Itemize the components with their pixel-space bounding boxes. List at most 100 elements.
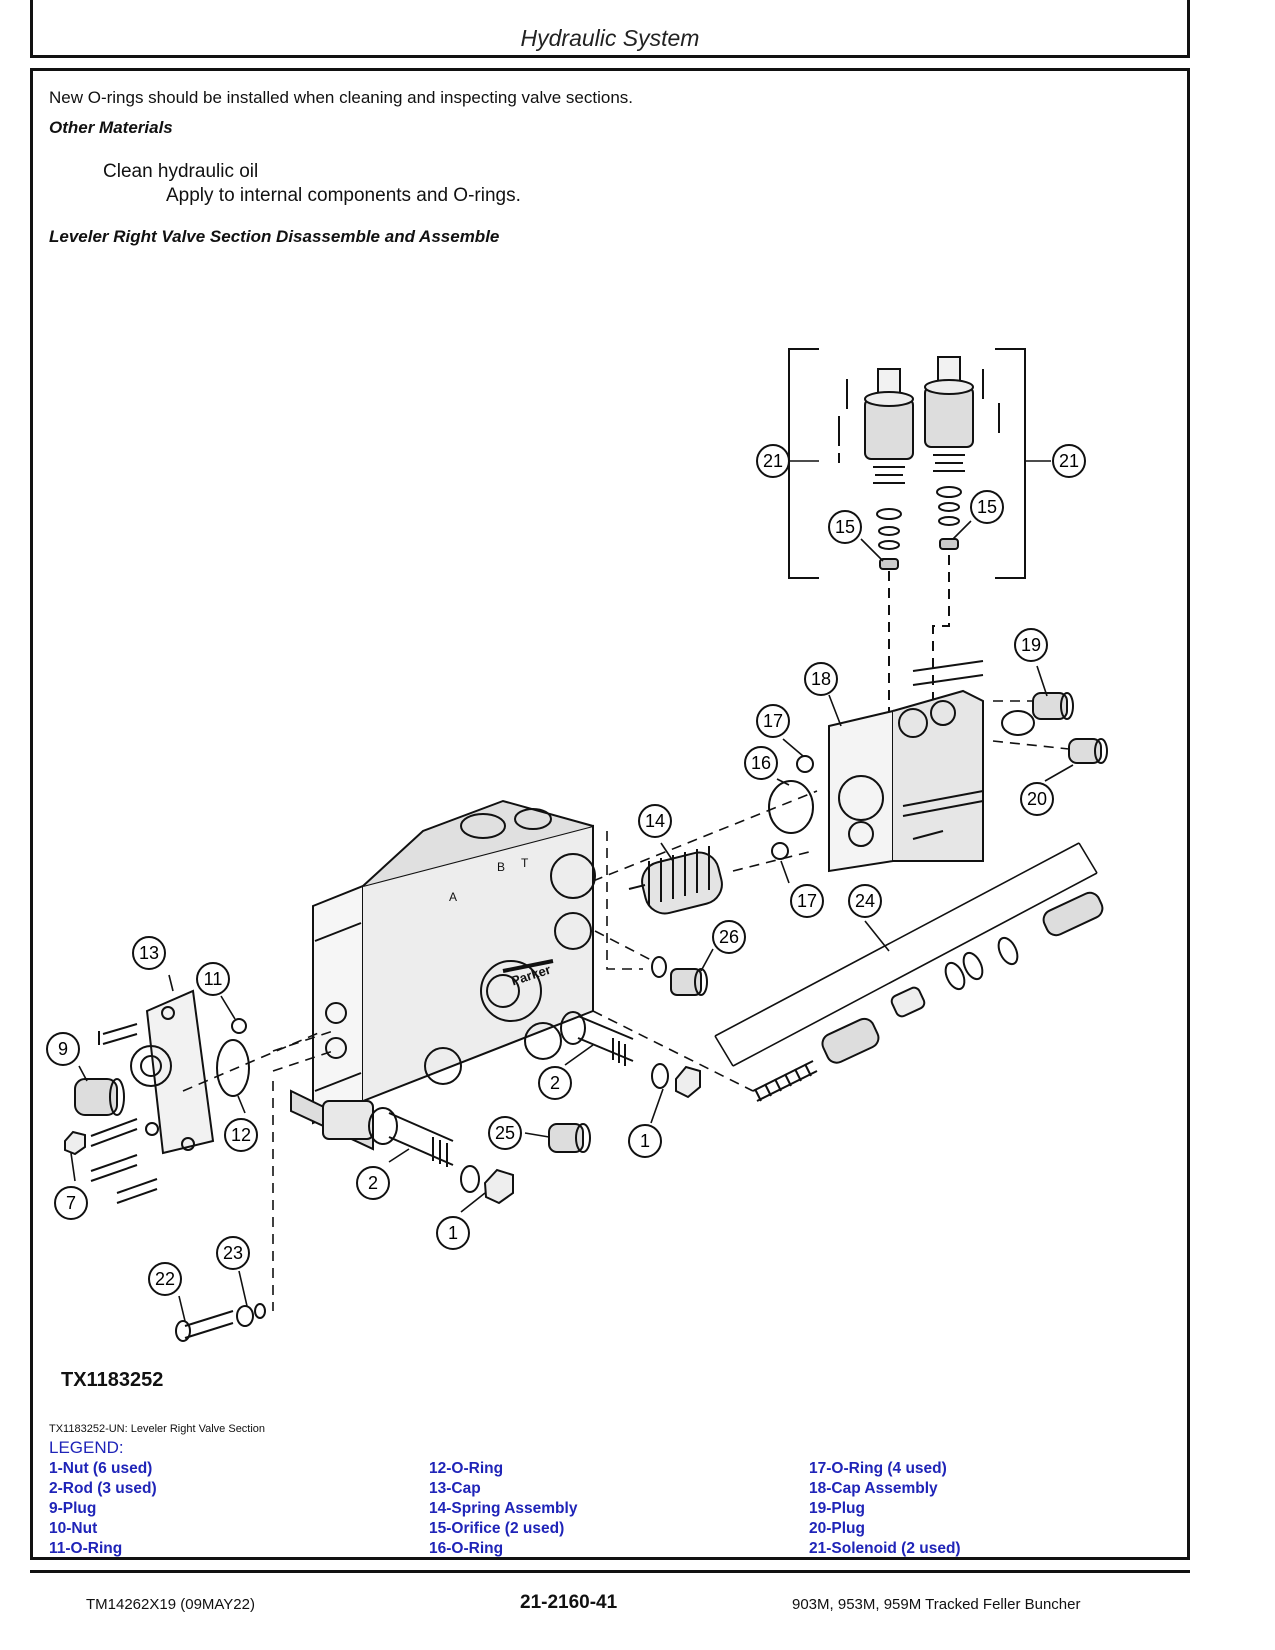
svg-text:7: 7 [66,1193,76,1213]
header-title: Hydraulic System [520,25,700,51]
legend-item: 12-O-Ring [429,1460,504,1477]
page-header: Hydraulic System [30,0,1190,58]
valve-diagram: A B T Parker [46,348,1108,1342]
spool-assembly-icon [752,891,1104,1102]
svg-text:21: 21 [1059,451,1079,471]
svg-text:18: 18 [811,669,831,689]
plug-19-icon [1032,692,1074,720]
solenoid-left-icon [864,368,914,570]
svg-text:17: 17 [763,711,783,731]
legend-item: 10-Nut [49,1520,98,1537]
washer-upper-icon [651,1063,669,1089]
callout-1-upper: 1 [628,1124,662,1158]
legend-item: 13-Cap [429,1480,481,1497]
cap-screw-icon [90,1154,138,1182]
callout-1-lower: 1 [436,1216,470,1250]
plug-20-icon [1068,738,1108,764]
callout-15-left: 15 [828,510,862,544]
port-letter-t: T [521,856,529,870]
callout-21-left: 21 [756,444,790,478]
callout-2-lower: 2 [356,1166,390,1200]
svg-text:11: 11 [204,969,223,989]
material-name: Clean hydraulic oil [103,161,259,182]
cap-assembly-icon [828,660,984,873]
spring-assembly-icon [628,846,723,915]
other-materials-heading: Other Materials [49,118,173,137]
svg-text:26: 26 [719,927,739,947]
svg-text:15: 15 [977,497,997,517]
svg-text:22: 22 [155,1269,175,1289]
svg-text:13: 13 [139,943,159,963]
o-ring-16-icon [768,780,814,834]
cap-screw-icon [116,1178,158,1204]
exploded-view-figure: A B T Parker [33,271,1187,1391]
plug-26-icon [651,956,708,996]
footer-product: 903M, 953M, 959M Tracked Feller Buncher [792,1596,1081,1613]
callout-18: 18 [804,662,838,696]
svg-text:24: 24 [855,891,875,911]
cap-screw-icon [98,1023,138,1045]
svg-text:2: 2 [550,1073,560,1093]
legend: 1-Nut (6 used) 12-O-Ring 17-O-Ring (4 us… [49,1460,1169,1559]
callout-13: 13 [132,936,166,970]
svg-text:23: 23 [223,1243,243,1263]
callout-20: 20 [1020,782,1054,816]
legend-item: 9-Plug [49,1500,97,1517]
cap-screw-icon [90,1118,138,1147]
legend-item: 2-Rod (3 used) [49,1480,157,1497]
svg-text:16: 16 [751,753,771,773]
port-letter-a: A [449,890,457,904]
nut-lower-icon [483,1168,514,1205]
svg-text:1: 1 [640,1131,650,1151]
rod-upper-icon [560,1011,634,1066]
legend-item: 15-Orifice (2 used) [429,1520,565,1537]
port-letter-b: B [497,860,505,874]
o-ring-19-icon [1001,710,1035,736]
callout-22: 22 [148,1262,182,1296]
svg-text:17: 17 [797,891,817,911]
legend-item: 18-Cap Assembly [809,1480,938,1497]
footer-manual-id: TM14262X19 (09MAY22) [86,1596,255,1613]
legend-item: 1-Nut (6 used) [49,1460,153,1477]
legend-item: 19-Plug [809,1500,865,1517]
callout-21-right: 21 [1052,444,1086,478]
callout-11: 11 [196,962,230,996]
footer-rule [30,1570,1190,1573]
legend-item: 14-Spring Assembly [429,1500,578,1517]
callout-24: 24 [848,884,882,918]
figure-caption: TX1183252-UN: Leveler Right Valve Sectio… [49,1423,266,1435]
o-ring-11-icon [231,1018,247,1034]
o-ring-12-icon [216,1039,250,1097]
callout-25: 25 [488,1116,522,1150]
screw-22-icon [184,1310,234,1339]
svg-text:14: 14 [645,811,665,831]
legend-item: 21-Solenoid (2 used) [809,1540,961,1557]
svg-text:25: 25 [495,1123,515,1143]
callout-15-right: 15 [970,490,1004,524]
callout-17-upper: 17 [756,704,790,738]
nut-upper-icon [675,1065,701,1099]
svg-text:20: 20 [1027,789,1047,809]
footer-page-number: 21-2160-41 [520,1592,618,1613]
legend-title: LEGEND: [49,1438,124,1457]
svg-text:19: 19 [1021,635,1041,655]
callout-2-upper: 2 [538,1066,572,1100]
figure-id: TX1183252 [61,1369,164,1391]
svg-text:12: 12 [231,1125,251,1145]
o-ring-17b-icon [771,842,789,860]
callout-12: 12 [224,1118,258,1152]
legend-item: 11-O-Ring [49,1540,123,1557]
legend-item: 20-Plug [809,1520,865,1537]
nut-7-icon [64,1130,86,1156]
content-frame: New O-rings should be installed when cle… [30,68,1190,1560]
callout-7: 7 [54,1186,88,1220]
material-description: Apply to internal components and O-rings… [166,185,521,206]
callout-19: 19 [1014,628,1048,662]
rod-lower-icon [368,1107,454,1167]
callout-26: 26 [712,920,746,954]
solenoid-right-icon [924,356,974,550]
cap-13-icon [130,989,215,1155]
svg-text:21: 21 [763,451,783,471]
svg-text:1: 1 [448,1223,458,1243]
intro-text: New O-rings should be installed when cle… [49,88,634,107]
